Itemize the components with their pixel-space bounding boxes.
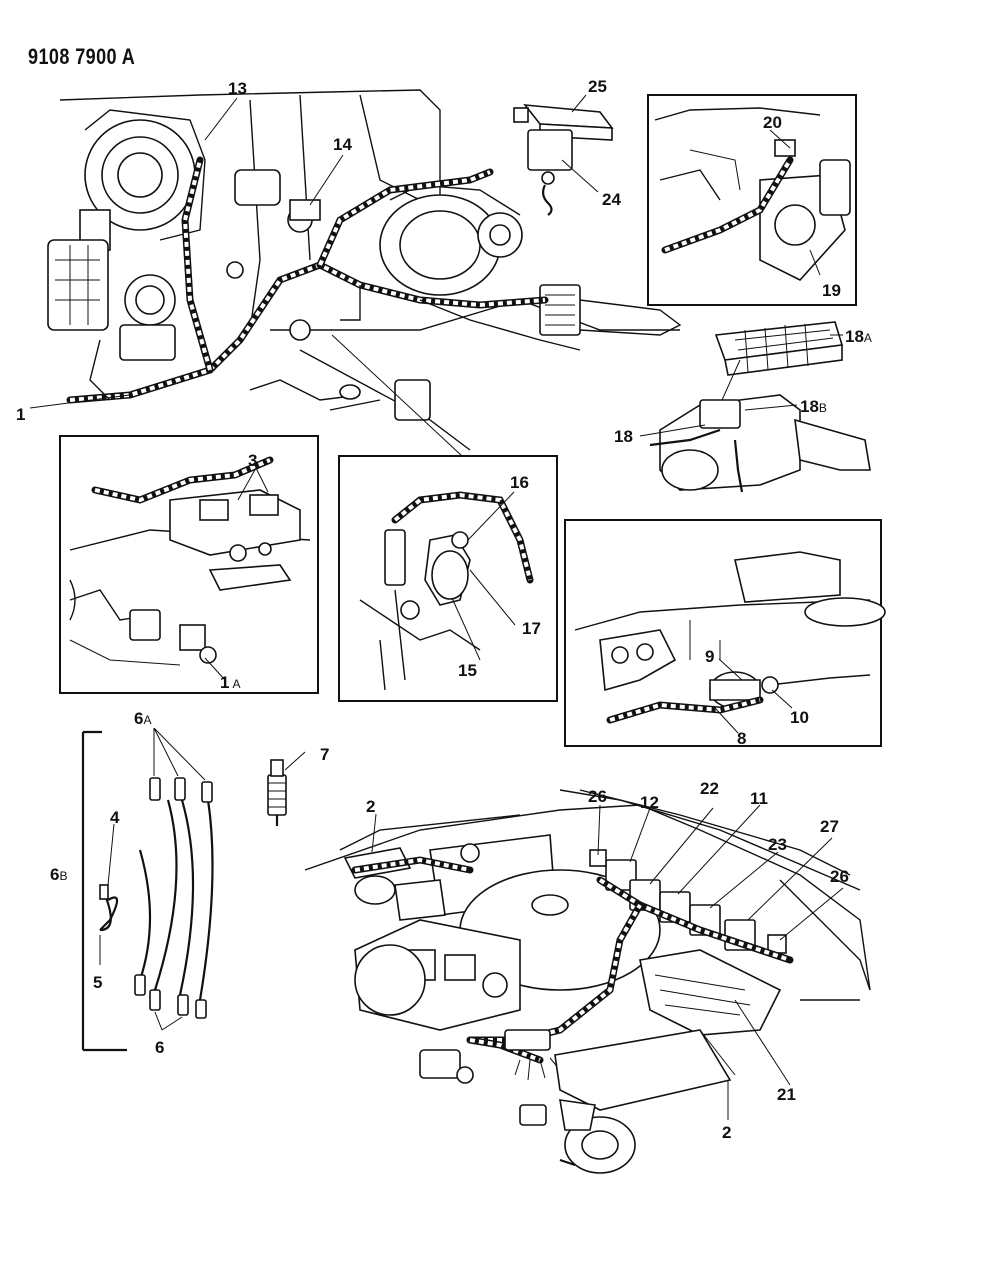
inset-battery-area xyxy=(59,435,319,694)
front-compartment-view xyxy=(304,789,871,1174)
callout-23: 23 xyxy=(768,835,787,854)
callout-19: 19 xyxy=(822,281,841,300)
callout-11: 11 xyxy=(750,789,768,808)
callout-6B: 6B xyxy=(50,865,67,884)
leader-lines xyxy=(29,94,844,1120)
callout-26-left: 26 xyxy=(588,787,607,806)
callout-5: 5 xyxy=(93,973,102,992)
callout-2-bottom: 2 xyxy=(722,1123,731,1142)
spark-plug xyxy=(267,751,306,826)
callout-16: 16 xyxy=(510,473,529,492)
callout-18A: 18A xyxy=(845,327,872,346)
callout-8: 8 xyxy=(737,729,746,748)
callout-12: 12 xyxy=(640,793,659,812)
callout-14: 14 xyxy=(333,135,352,154)
callout-24: 24 xyxy=(602,190,621,209)
callout-18: 18 xyxy=(614,427,633,446)
inset-ignition-coil xyxy=(338,455,558,702)
inset-canister-area xyxy=(564,519,886,747)
engine-compartment-view xyxy=(47,89,682,451)
callout-6: 6 xyxy=(155,1038,164,1057)
callout-26-right: 26 xyxy=(830,867,849,886)
callout-22: 22 xyxy=(700,779,719,798)
callout-20: 20 xyxy=(763,113,782,132)
document-id: 9108 7900 A xyxy=(28,44,136,69)
air-cleaner-assembly xyxy=(649,321,871,493)
callout-1: 1 xyxy=(16,405,25,424)
inset-sensor-19-20 xyxy=(647,94,857,306)
callout-21: 21 xyxy=(777,1085,796,1104)
callout-2-top: 2 xyxy=(366,797,375,816)
callout-10: 10 xyxy=(790,708,809,727)
callout-18B: 18B xyxy=(800,397,827,416)
relay-bracket-assembly xyxy=(513,104,614,216)
callout-9: 9 xyxy=(705,647,714,666)
callout-3: 3 xyxy=(248,451,257,470)
callout-7: 7 xyxy=(320,745,329,764)
spark-plug-wire-set xyxy=(81,727,214,1052)
callout-13: 13 xyxy=(228,79,247,98)
leader-inset-to-engine xyxy=(331,334,463,457)
callout-17: 17 xyxy=(522,619,541,638)
callout-6A: 6A xyxy=(134,709,151,728)
callout-27: 27 xyxy=(820,817,839,836)
callout-25: 25 xyxy=(588,77,607,96)
callout-4: 4 xyxy=(110,808,120,827)
callout-15: 15 xyxy=(458,661,477,680)
